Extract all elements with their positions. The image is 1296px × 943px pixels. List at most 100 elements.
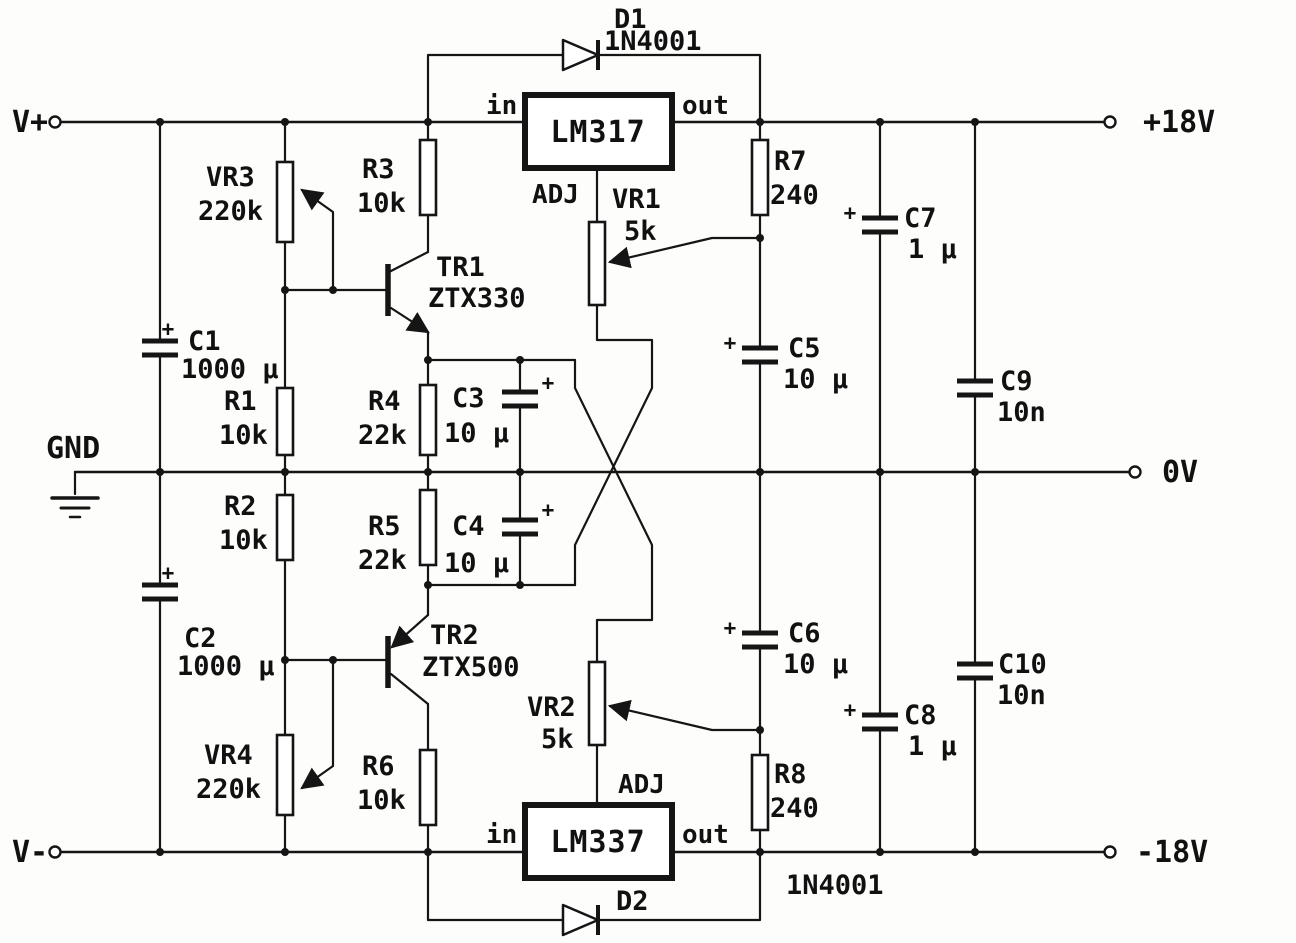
c2-plus-sign: + [162, 561, 175, 585]
wires [59, 53, 1131, 922]
junction-dot [756, 848, 764, 856]
junction-dot [156, 468, 164, 476]
lm317-pin-adj: ADJ [532, 180, 579, 210]
label-out-minus: -18V [1136, 835, 1208, 870]
resistor-r4: R4 22k [358, 383, 438, 457]
r5-value: 22k [358, 545, 407, 576]
c3-plus-sign: + [542, 371, 555, 395]
c6-ref: C6 [788, 618, 821, 649]
vr4-value: 220k [196, 774, 261, 805]
label-zero-v: 0V [1162, 455, 1198, 490]
tr1-emitter-wire [389, 306, 430, 334]
cap-c3: + C3 10 µ [444, 371, 554, 449]
tr2-ref: TR2 [430, 620, 479, 651]
resistor-r6: R6 10k [357, 748, 438, 827]
r4-ref: R4 [368, 386, 401, 417]
d2-part: 1N4001 [786, 870, 884, 901]
r5-body [418, 488, 438, 567]
c2-value: 1000 µ [177, 651, 275, 682]
r3-body [418, 138, 438, 217]
r4-body [418, 383, 438, 457]
junction-dot [516, 356, 524, 364]
r2-body [275, 493, 295, 562]
vr1-value: 5k [624, 216, 657, 247]
vr2-body [587, 660, 607, 747]
lm317-body [522, 92, 675, 171]
regulator-lm317: LM317 in out ADJ [486, 91, 729, 210]
vr1-ref: VR1 [612, 184, 661, 215]
lm317-pin-in: in [486, 91, 517, 121]
r5-ref: R5 [368, 511, 401, 542]
cap-c6: + C6 10 µ [724, 616, 848, 680]
transistor-tr2: TR2 ZTX500 [385, 620, 520, 688]
junction-dot [876, 468, 884, 476]
terminal-out-minus [1103, 845, 1117, 859]
terminals: V+ +18V GND 0V V- -18V [12, 105, 1215, 870]
d2-triangle [561, 903, 600, 937]
c7-value: 1 µ [908, 234, 957, 265]
d2-branch-left [426, 850, 565, 922]
lm337-pin-in: in [486, 820, 517, 850]
diode-d1: D1 1N4001 [561, 4, 702, 72]
lm317-pin-out: out [682, 91, 729, 121]
c7-ref: C7 [904, 203, 937, 234]
lm317-name: LM317 [550, 115, 645, 150]
junction-dot [424, 468, 432, 476]
tr1-collector-wire [387, 250, 430, 274]
regulator-lm337: LM337 in out ADJ [486, 770, 729, 881]
lm337-pin-out: out [682, 820, 729, 850]
c6-plus-sign: + [724, 616, 737, 640]
lm337-body [522, 802, 675, 881]
d1-branch-left [426, 53, 565, 124]
terminal-out-plus [1103, 115, 1117, 129]
junction-dot [424, 118, 432, 126]
resistor-r8: R8 240 [750, 753, 819, 832]
c10-value: 10n [997, 680, 1046, 711]
r8-value: 240 [770, 793, 819, 824]
cap-c2: + C2 1000 µ [142, 561, 275, 682]
d1-part: 1N4001 [604, 26, 702, 57]
r1-body [275, 386, 295, 457]
vr4-wiper-wire [300, 658, 335, 790]
label-v-minus: V- [12, 835, 48, 870]
c1-value: 1000 µ [181, 354, 279, 385]
junction-dot [516, 468, 524, 476]
vr4-ref: VR4 [204, 740, 253, 771]
resistor-r5: R5 22k [358, 488, 438, 576]
cap-c9: C9 10n [957, 366, 1046, 428]
c5-value: 10 µ [783, 364, 848, 395]
c3-ref: C3 [452, 383, 485, 414]
r8-body [750, 753, 770, 832]
tr2-collector-wire [389, 672, 430, 706]
c9-value: 10n [997, 397, 1046, 428]
cap-c7: + C7 1 µ [844, 201, 957, 265]
label-gnd: GND [46, 431, 100, 466]
junction-dot [756, 118, 764, 126]
c4-plus-sign: + [542, 498, 555, 522]
junction-dot [424, 356, 432, 364]
r4-value: 22k [358, 420, 407, 451]
junction-dot [329, 286, 337, 294]
pot-vr1: VR1 5k [587, 184, 661, 307]
c7-plus-sign: + [844, 201, 857, 225]
vr1-body [587, 220, 607, 307]
cap-c1: + C1 1000 µ [142, 317, 279, 385]
junction-dot [971, 468, 979, 476]
r1-ref: R1 [224, 386, 257, 417]
d1-triangle [561, 38, 600, 72]
r8-ref: R8 [774, 759, 807, 790]
junction-dot [876, 848, 884, 856]
c6-value: 10 µ [783, 649, 848, 680]
vr2-ref: VR2 [527, 692, 576, 723]
junction-dot [281, 118, 289, 126]
r7-value: 240 [770, 180, 819, 211]
junction-dot [281, 848, 289, 856]
tr1-part: ZTX330 [428, 283, 526, 314]
resistor-r3: R3 10k [357, 138, 438, 219]
junction-dot [876, 118, 884, 126]
pot-vr2: VR2 5k [527, 660, 607, 755]
junction-dot [756, 234, 764, 242]
c5-plus-sign: + [724, 331, 737, 355]
junction-dots [156, 118, 979, 856]
